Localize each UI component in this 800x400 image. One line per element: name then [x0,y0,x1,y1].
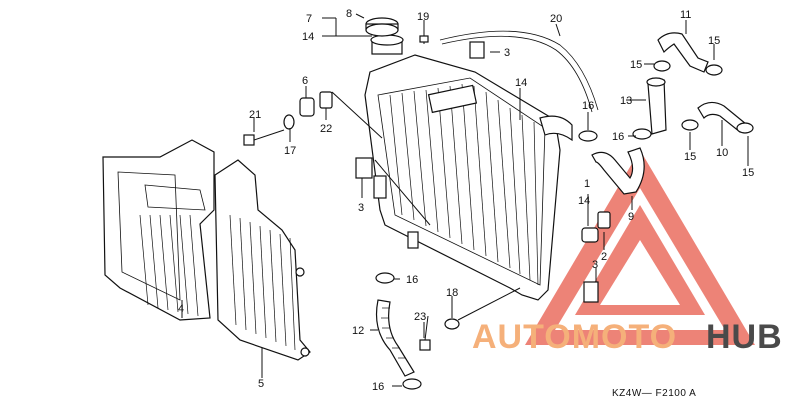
bolt-19 [419,24,429,44]
part-label-14-top: 14 [302,31,314,43]
radiator-grille [214,159,311,361]
watermark-hub: HUB [706,318,783,356]
part-label-8: 8 [346,8,352,20]
watermark-automoto: AUTOMOTO [472,318,677,356]
part-label-22: 22 [320,123,332,135]
radiator-core [364,34,573,301]
washer-17 [283,114,295,130]
part-label-9: 9 [628,211,634,223]
part-label-15-d: 15 [742,167,754,179]
clip-3-top [469,41,485,59]
part-label-14-right: 14 [578,195,590,207]
part-label-3-right: 3 [592,259,598,271]
part-label-2: 2 [601,251,607,263]
bolt-23 [419,315,431,351]
radiator-shroud [102,139,215,321]
watermark-text: AUTOMOTO HUB [472,318,783,356]
hose-11 [657,32,709,73]
part-label-10: 10 [716,147,728,159]
hose-clamp-15-d [736,122,754,134]
part-label-4: 4 [178,303,184,315]
part-label-16-upper-b: 16 [612,131,624,143]
part-label-12: 12 [352,325,364,337]
part-labels: 7 8 14 19 20 3 14 6 22 21 17 3 4 5 16 18… [178,8,754,393]
bolt-21 [243,129,285,146]
clip-3-left [355,157,387,199]
hose-clamp-15-c [681,119,699,131]
part-label-16-bottom: 16 [372,381,384,393]
washer-18 [444,318,460,330]
collar-2 [597,211,611,229]
grommet-14-right [581,227,599,243]
hose-clamp-16-bottom [402,378,422,390]
grommet-6 [299,97,315,117]
hose-clamp-16-upper-a [578,130,598,142]
hose-9 [591,147,645,195]
part-label-16-lower-top: 16 [406,274,418,286]
part-label-1: 1 [584,178,590,190]
part-label-6: 6 [302,75,308,87]
part-label-21: 21 [249,109,261,121]
part-label-23: 23 [414,311,426,323]
part-label-11: 11 [680,9,691,21]
hose-clamp-15-b [653,60,671,72]
radiator-cap [365,17,399,37]
hose-clamp-15-a [705,64,723,76]
overflow-tube [439,30,599,113]
part-label-15-a: 15 [708,35,720,47]
part-label-14-core: 14 [515,77,527,89]
part-label-5: 5 [258,378,264,390]
part-label-16-upper-a: 16 [582,100,594,112]
part-label-7: 7 [306,13,312,25]
part-label-15-c: 15 [684,151,696,163]
pipe-13 [646,77,667,135]
hose-clamp-16-upper-b [632,128,652,140]
lower-hose [375,299,415,377]
diagram-code: KZ4W— F2100 A [612,388,696,399]
part-label-3-top: 3 [504,47,510,59]
part-label-13: 13 [620,95,632,107]
part-label-3-left: 3 [358,202,364,214]
part-label-18: 18 [446,287,458,299]
collar-22 [319,91,333,109]
part-label-19: 19 [417,11,429,23]
leader-lines [181,13,749,387]
part-label-17: 17 [284,145,296,157]
part-label-20: 20 [550,13,562,25]
clip-3-right [583,281,599,303]
part-label-15-b: 15 [630,59,642,71]
hose-clamp-16-lower-top [375,272,395,284]
